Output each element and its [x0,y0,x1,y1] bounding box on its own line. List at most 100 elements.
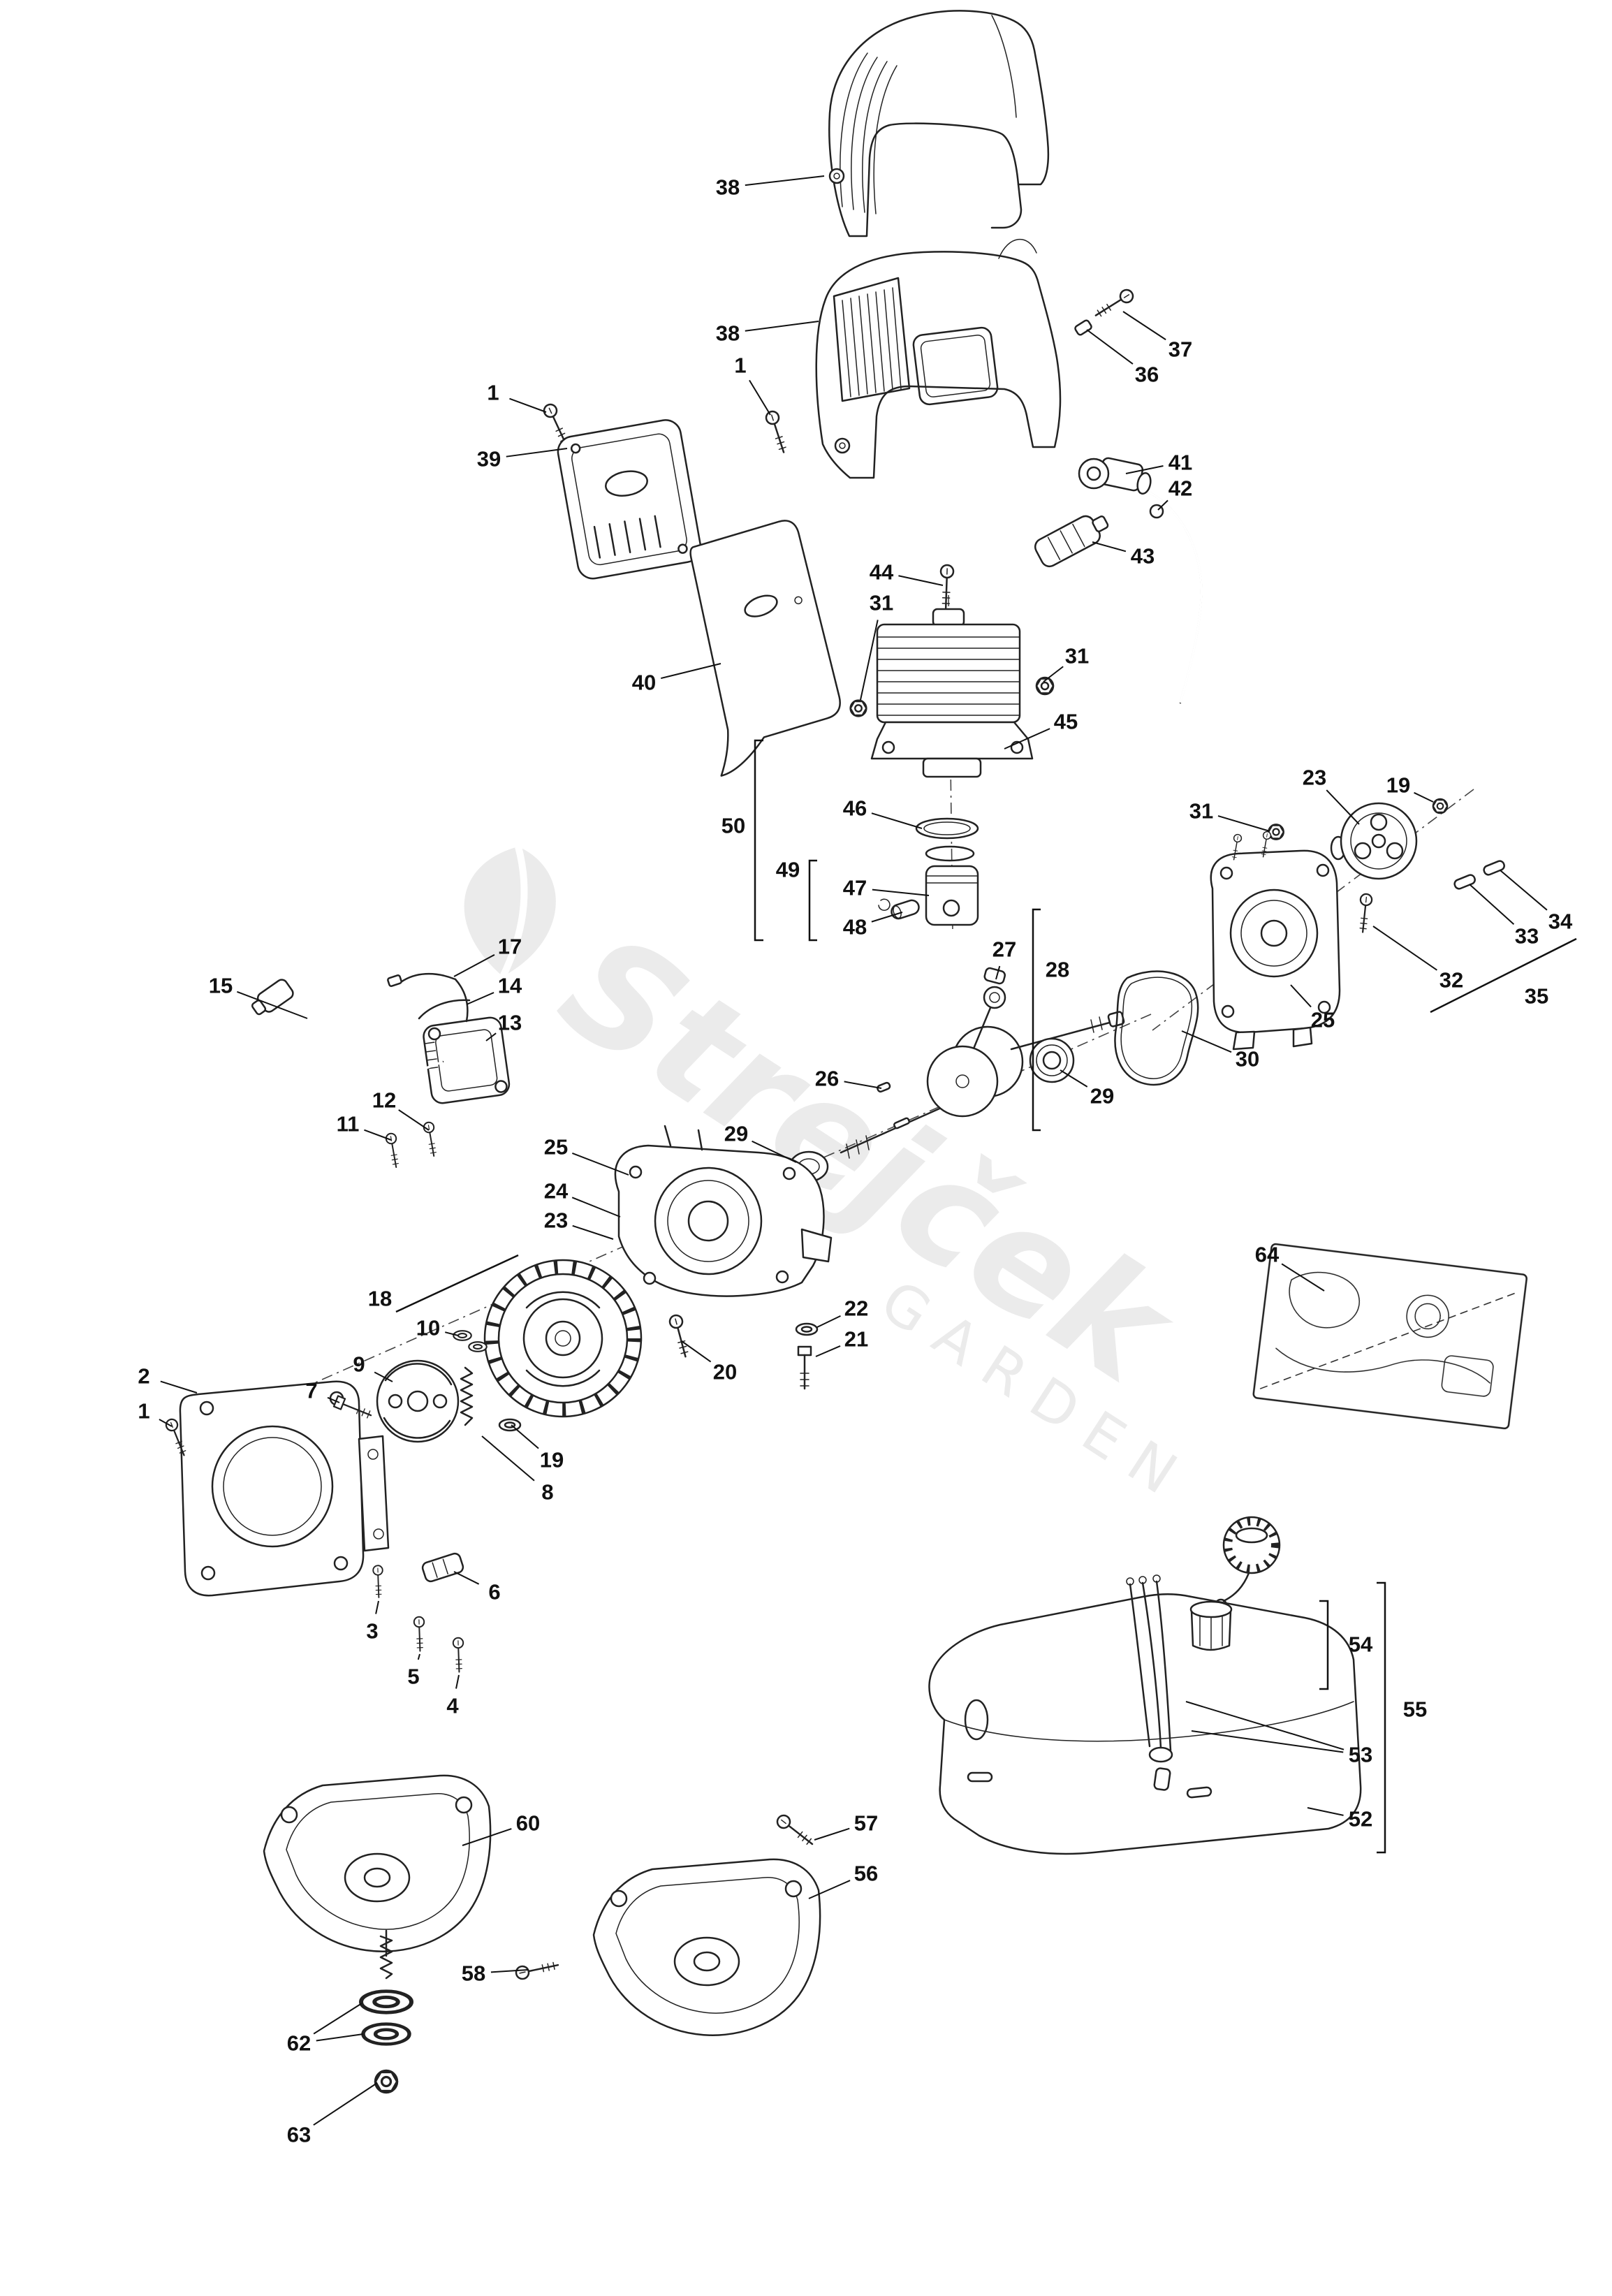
part-callout-22: 22 [844,1296,868,1321]
leader-line [1060,1069,1088,1088]
part-washer-62a [361,1991,411,2012]
part-callout-46: 46 [843,796,867,821]
group-bracket [1319,1600,1329,1690]
part-clutch [376,1359,474,1443]
part-callout-11: 11 [337,1112,360,1136]
part-callout-1: 1 [487,381,499,405]
group-bracket [1032,908,1041,1132]
part-screw-57 [774,1812,817,1850]
part-callout-12: 12 [372,1088,396,1113]
part-callout-28: 28 [1046,958,1069,982]
part-callout-53: 53 [1349,1743,1372,1767]
part-callout-31: 31 [870,591,893,615]
part-fuel-cap-54 [1214,1516,1281,1612]
part-fuel-filter-assembly [1034,457,1203,704]
part-screw-5 [413,1616,426,1652]
leader-line [316,2033,364,2042]
part-top-cover [828,10,1050,237]
group-bracket [395,1254,519,1313]
leader-line [417,1653,420,1660]
group-bracket [1430,937,1577,1014]
part-callout-60: 60 [516,1811,540,1836]
part-stud-spring [379,1929,393,1980]
leader-line [1191,1730,1344,1753]
leader-line [871,812,923,829]
leader-line [572,1224,614,1240]
leader-line [466,992,494,1005]
part-screw-58 [514,1958,560,1981]
part-callout-37: 37 [1168,337,1192,362]
part-callout-29: 29 [724,1122,748,1146]
leader-line [1157,499,1168,511]
part-gasket-kit [1252,1243,1527,1430]
part-callout-10: 10 [416,1316,440,1340]
part-fuel-lines-53 [1129,1580,1173,1791]
part-callout-19: 19 [540,1448,564,1472]
part-callout-56: 56 [854,1862,878,1886]
leader-line [1290,984,1312,1008]
part-callout-50: 50 [721,814,745,838]
leader-line [374,1371,393,1382]
group-bracket [1377,1581,1386,1854]
part-screw-4 [452,1637,465,1673]
part-spacer-27 [983,967,1006,985]
part-screw-1b [763,409,791,455]
leader-line [1092,541,1127,553]
part-callout-45: 45 [1054,710,1078,734]
part-callout-62: 62 [287,2031,311,2056]
leader-line [398,1109,430,1131]
part-callout-7: 7 [305,1379,317,1403]
part-callout-25: 25 [1311,1008,1335,1032]
leader-line [1281,1263,1325,1292]
leader-line [749,379,771,416]
part-callout-1: 1 [138,1399,149,1424]
leader-line [995,965,1001,980]
leader-line [844,1081,882,1089]
part-callout-42: 42 [1168,476,1192,501]
part-callout-38: 38 [716,321,740,346]
leader-line [661,663,721,680]
part-gasket-46 [915,817,979,840]
watermark: Strejček GARDEN [464,845,1204,1517]
part-callout-34: 34 [1548,909,1573,934]
part-callout-21: 21 [844,1327,868,1352]
leader-line [571,1153,629,1176]
leader-line [1307,1807,1344,1816]
leader-line [1122,311,1166,341]
leader-line [509,397,547,413]
part-spacer-34 [1483,860,1505,876]
leader-line [313,2003,362,2035]
part-nut-19 [1432,798,1449,814]
part-wires [387,972,471,1023]
part-callout-27: 27 [992,937,1016,962]
part-callout-2: 2 [138,1364,149,1389]
part-screw-20 [667,1312,693,1359]
part-callout-20: 20 [713,1360,737,1384]
part-callout-32: 32 [1439,968,1463,993]
leader-line [1004,728,1050,750]
part-callout-24: 24 [544,1179,569,1204]
leader-line [871,912,903,923]
leader-line [898,575,944,586]
part-callout-13: 13 [498,1011,522,1035]
part-plug-6 [421,1552,464,1583]
part-ferrule-36 [1074,319,1092,336]
part-callout-25: 25 [544,1135,568,1160]
watermark-leaf-icon [464,847,556,977]
leader-line [237,990,308,1019]
part-engine-cover [815,239,1062,479]
leader-line [752,1140,797,1163]
leader-line [571,1197,621,1218]
part-callout-48: 48 [843,915,867,939]
part-callout-1: 1 [734,353,746,378]
part-callout-55: 55 [1403,1697,1427,1722]
part-callout-8: 8 [541,1480,553,1505]
leader-line [444,1331,459,1336]
leader-line [808,1880,851,1899]
part-nut-31a [849,699,867,717]
part-callout-15: 15 [209,974,233,998]
part-callout-63: 63 [287,2123,311,2147]
group-bracket [808,859,817,942]
